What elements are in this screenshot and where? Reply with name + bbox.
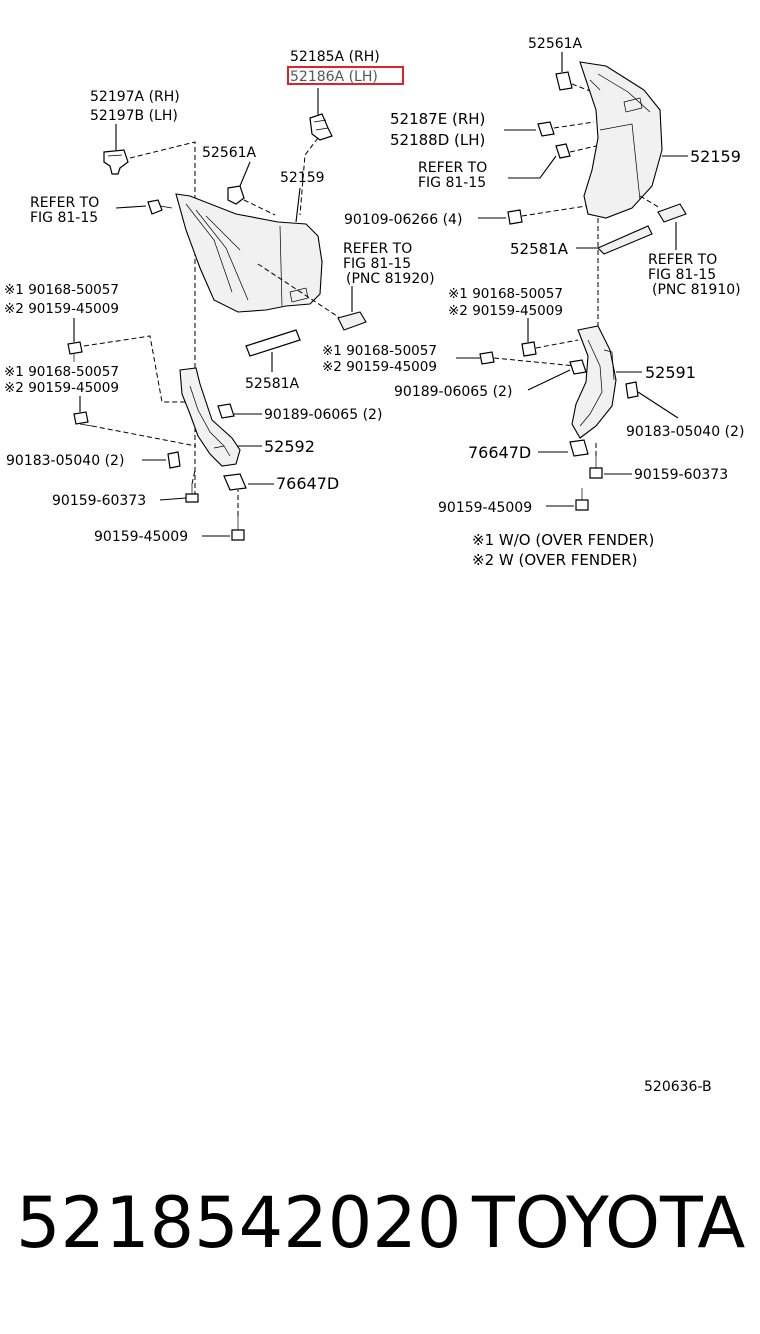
label-52561a-right: 52561A [528,36,583,52]
label-52197a-rh: 52197A (RH) [90,89,180,105]
label-refer-mid-2: FIG 81-15 [343,256,411,272]
label-refer-left-1: REFER TO [30,195,99,211]
fender-extension-right-icon [579,61,663,219]
label-star2-left-top: ※2 90159-45009 [4,301,119,317]
screw-90168-center-icon [479,351,495,365]
label-90159-45009-left: 90159-45009 [94,529,188,545]
label-refer-mid-1: REFER TO [343,241,412,257]
footer-brand: TOYOTA [472,1182,746,1264]
label-star1-center: ※1 90168-50057 [322,343,437,359]
highlight-box [287,66,404,85]
label-refer-far-3: (PNC 81910) [652,282,741,298]
screw-90159-45009-left-icon [231,516,245,541]
label-52159-left: 52159 [280,170,325,186]
label-star2-left-mid: ※2 90159-45009 [4,380,119,396]
label-star1-left-mid: ※1 90168-50057 [4,364,119,380]
clip-52561a-left-icon [227,185,245,205]
cap-refer-mid-icon [337,311,367,331]
label-90159-60373-left: 90159-60373 [52,493,146,509]
label-90189-left: 90189-06065 (2) [264,407,382,423]
seal-52581a-left-icon [245,329,301,357]
label-refer-mid-3: (PNC 81920) [346,271,435,287]
label-star2-right: ※2 90159-45009 [448,303,563,319]
screw-refer-right-icon [555,143,571,159]
label-refer-right-2: FIG 81-15 [418,175,486,191]
screw-90109-icon [507,209,523,225]
fender-extension-left-icon [175,193,323,313]
cap-refer-far-icon [657,203,687,223]
label-refer-right-1: REFER TO [418,160,487,176]
label-90189-right: 90189-06065 (2) [394,384,512,400]
seal-52581a-right-icon [597,225,653,255]
bracket-52591-icon [571,325,617,439]
label-90183-right: 90183-05040 (2) [626,424,744,440]
clip-52187e-icon [537,121,555,137]
label-refer-left-2: FIG 81-15 [30,210,98,226]
clip-76647d-right-icon [569,439,589,457]
clip-52561a-right-icon [555,71,573,91]
label-52185a-rh: 52185A (RH) [290,49,380,65]
label-52592: 52592 [264,437,315,456]
label-52187e-rh: 52187E (RH) [390,110,485,128]
screw-90159-45009-right-icon [575,488,589,511]
nut-90183-right-icon [625,381,639,399]
label-52561a-left: 52561A [202,145,257,161]
label-52197b-lh: 52197B (LH) [90,108,178,124]
screw-90168-left-mid-icon [73,411,93,427]
screw-90168-left-top-icon [67,341,83,362]
label-52159-right: 52159 [690,147,741,166]
label-90159-45009-right: 90159-45009 [438,500,532,516]
label-90183-left: 90183-05040 (2) [6,453,124,469]
label-76647d-left: 76647D [276,474,339,493]
label-52188d-lh: 52188D (LH) [390,131,485,149]
label-52581a-right: 52581A [510,240,569,258]
label-refer-far-2: FIG 81-15 [648,267,716,283]
clip-90189-right-icon [569,359,587,375]
clip-90189-left-icon [217,403,235,419]
bracket-52186a-icon [309,113,333,141]
note-over-fender-2: ※2 W (OVER FENDER) [472,551,637,569]
label-52591: 52591 [645,363,696,382]
label-refer-far-1: REFER TO [648,252,717,268]
clip-52197a-icon [103,149,129,175]
clip-76647d-left-icon [223,473,247,491]
label-90109: 90109-06266 (4) [344,212,462,228]
bolt-90159-60373-left-icon [185,484,199,503]
footer-part-number: 5218542020 [16,1182,462,1264]
screw-refer-left-icon [147,199,173,215]
bolt-90159-60373-right-icon [589,456,603,479]
bracket-52592-icon [179,367,241,467]
screw-90168-right-icon [521,341,537,357]
label-52581a-left: 52581A [245,376,300,392]
nut-90183-left-icon [167,451,181,469]
note-over-fender-1: ※1 W/O (OVER FENDER) [472,531,654,549]
drawing-code: 520636-B [644,1079,712,1095]
label-76647d-right: 76647D [468,443,531,462]
label-star1-left-top: ※1 90168-50057 [4,282,119,298]
label-90159-60373-right: 90159-60373 [634,467,728,483]
label-star2-center: ※2 90159-45009 [322,359,437,375]
label-52186a-lh: 52186A (LH) [290,69,378,85]
label-star1-right: ※1 90168-50057 [448,286,563,302]
